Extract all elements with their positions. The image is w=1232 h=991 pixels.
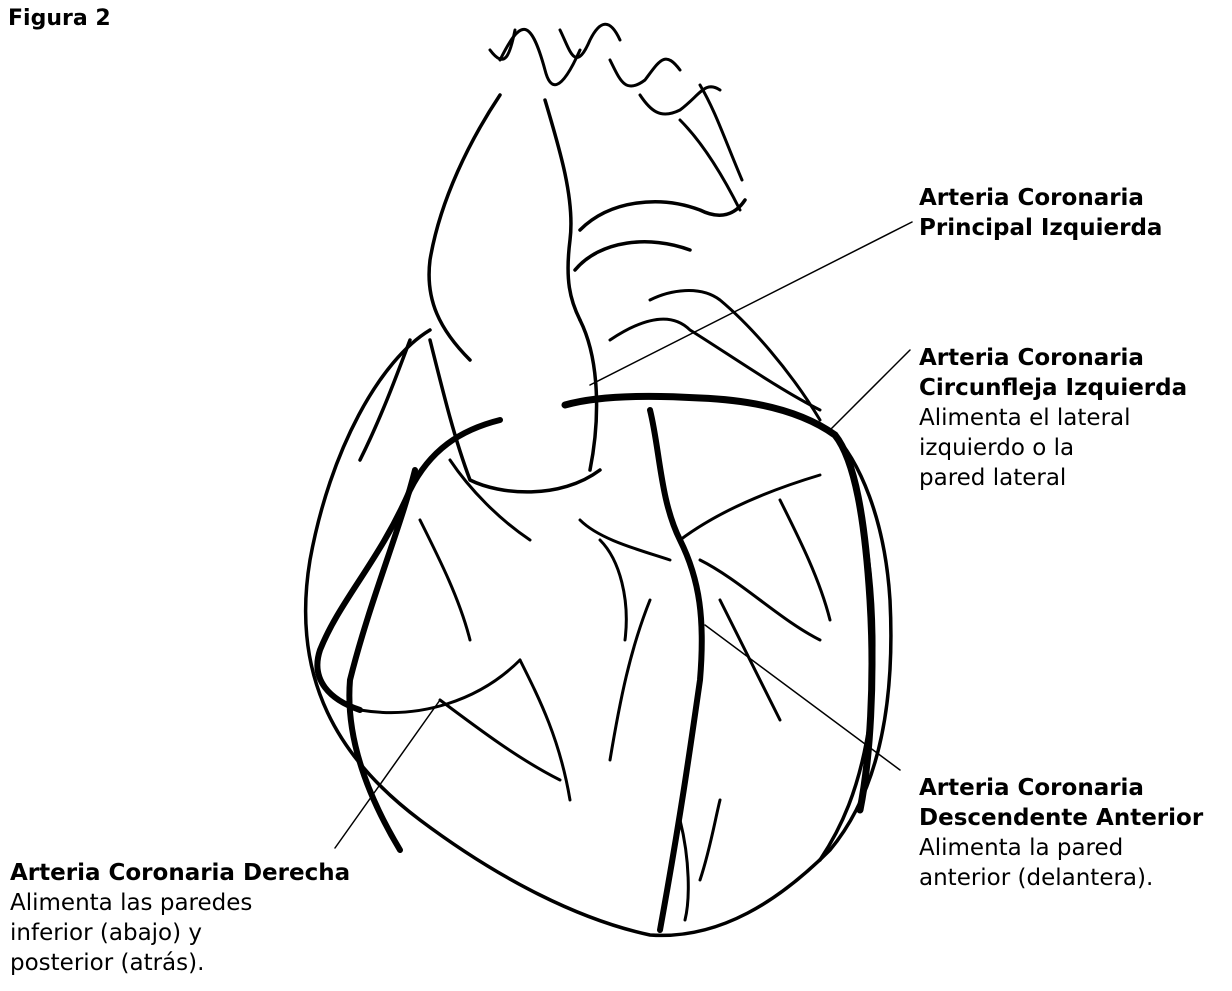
label-left-anterior-descending: Arteria Coronaria Descendente Anterior A…: [919, 773, 1203, 893]
leader-line-circumflex: [830, 350, 910, 430]
label-name-line: Descendente Anterior: [919, 803, 1203, 833]
label-name-line: Circunfleja Izquierda: [919, 373, 1187, 403]
label-name-line: Principal Izquierda: [919, 213, 1162, 243]
aorta: [429, 95, 745, 492]
label-description-line: Alimenta las paredes: [10, 888, 350, 918]
leader-line-left-main: [590, 222, 912, 385]
label-description-line: inferior (abajo) y: [10, 918, 350, 948]
aortic-arch-branches: [490, 24, 742, 210]
label-description-line: posterior (atrás).: [10, 948, 350, 978]
left-anterior-descending-artery: [650, 410, 702, 930]
coronary-branches: [360, 460, 830, 920]
label-left-main-coronary: Arteria Coronaria Principal Izquierda: [919, 183, 1162, 243]
label-description-line: Alimenta el lateral: [919, 403, 1187, 433]
label-description-line: izquierdo o la: [919, 433, 1187, 463]
label-left-circumflex-coronary: Arteria Coronaria Circunfleja Izquierda …: [919, 343, 1187, 493]
label-name-line: Arteria Coronaria: [919, 343, 1187, 373]
label-description-line: anterior (delantera).: [919, 863, 1203, 893]
label-right-coronary: Arteria Coronaria Derecha Alimenta las p…: [10, 858, 350, 978]
label-description-line: Alimenta la pared: [919, 833, 1203, 863]
label-name-line: Arteria Coronaria Derecha: [10, 858, 350, 888]
label-description-line: pared lateral: [919, 463, 1187, 493]
right-coronary-artery: [317, 420, 500, 850]
label-name-line: Arteria Coronaria: [919, 183, 1162, 213]
label-name-line: Arteria Coronaria: [919, 773, 1203, 803]
leader-lines: [335, 222, 912, 848]
